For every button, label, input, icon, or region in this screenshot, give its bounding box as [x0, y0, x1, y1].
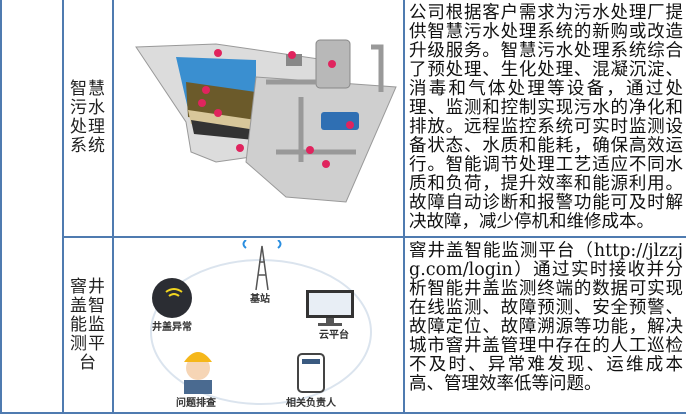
node-label-troubleshooting: 问题排查: [176, 396, 217, 409]
row-label-sewage: 智慧污水处理系统: [62, 0, 114, 238]
manhole-cover-icon: [152, 278, 192, 318]
diagram-markers: [198, 49, 354, 168]
node-label-responsible-person: 相关负责人: [286, 396, 337, 409]
manhole-cycle-illustration: 基站 云平台 相关负责人 问题排查 井盖异常: [112, 236, 405, 414]
manhole-cycle-diagram: 基站 云平台 相关负责人 问题排查 井盖异常: [150, 240, 372, 409]
cloud-platform-icon: [306, 290, 354, 326]
row-label-text: 智慧污水处理系统: [70, 79, 106, 156]
node-label-manhole-anomaly: 井盖异常: [152, 320, 192, 333]
worker-icon: [184, 352, 212, 394]
description-sewage: 公司根据客户需求为污水处理厂提供智慧污水处理系统的新购或改造升级服务。智慧污水处…: [403, 0, 686, 238]
row-label-text: 窨井盖智能监测平台: [70, 276, 106, 373]
sewage-plant-diagram: [135, 39, 397, 203]
row-label-manhole: 窨井盖智能监测平台: [62, 236, 114, 414]
base-station-icon: [242, 240, 282, 291]
blower-icon: [321, 112, 359, 130]
node-label-cloud-platform: 云平台: [319, 328, 349, 341]
mobile-phone-icon: [297, 353, 325, 393]
description-manhole: 窨井盖智能监测平台（http://jlzzjg.com/login）通过实时接收…: [403, 236, 686, 414]
blank-column: [0, 0, 64, 414]
sewage-plant-illustration: [112, 0, 405, 238]
node-label-base-station: 基站: [249, 292, 270, 305]
